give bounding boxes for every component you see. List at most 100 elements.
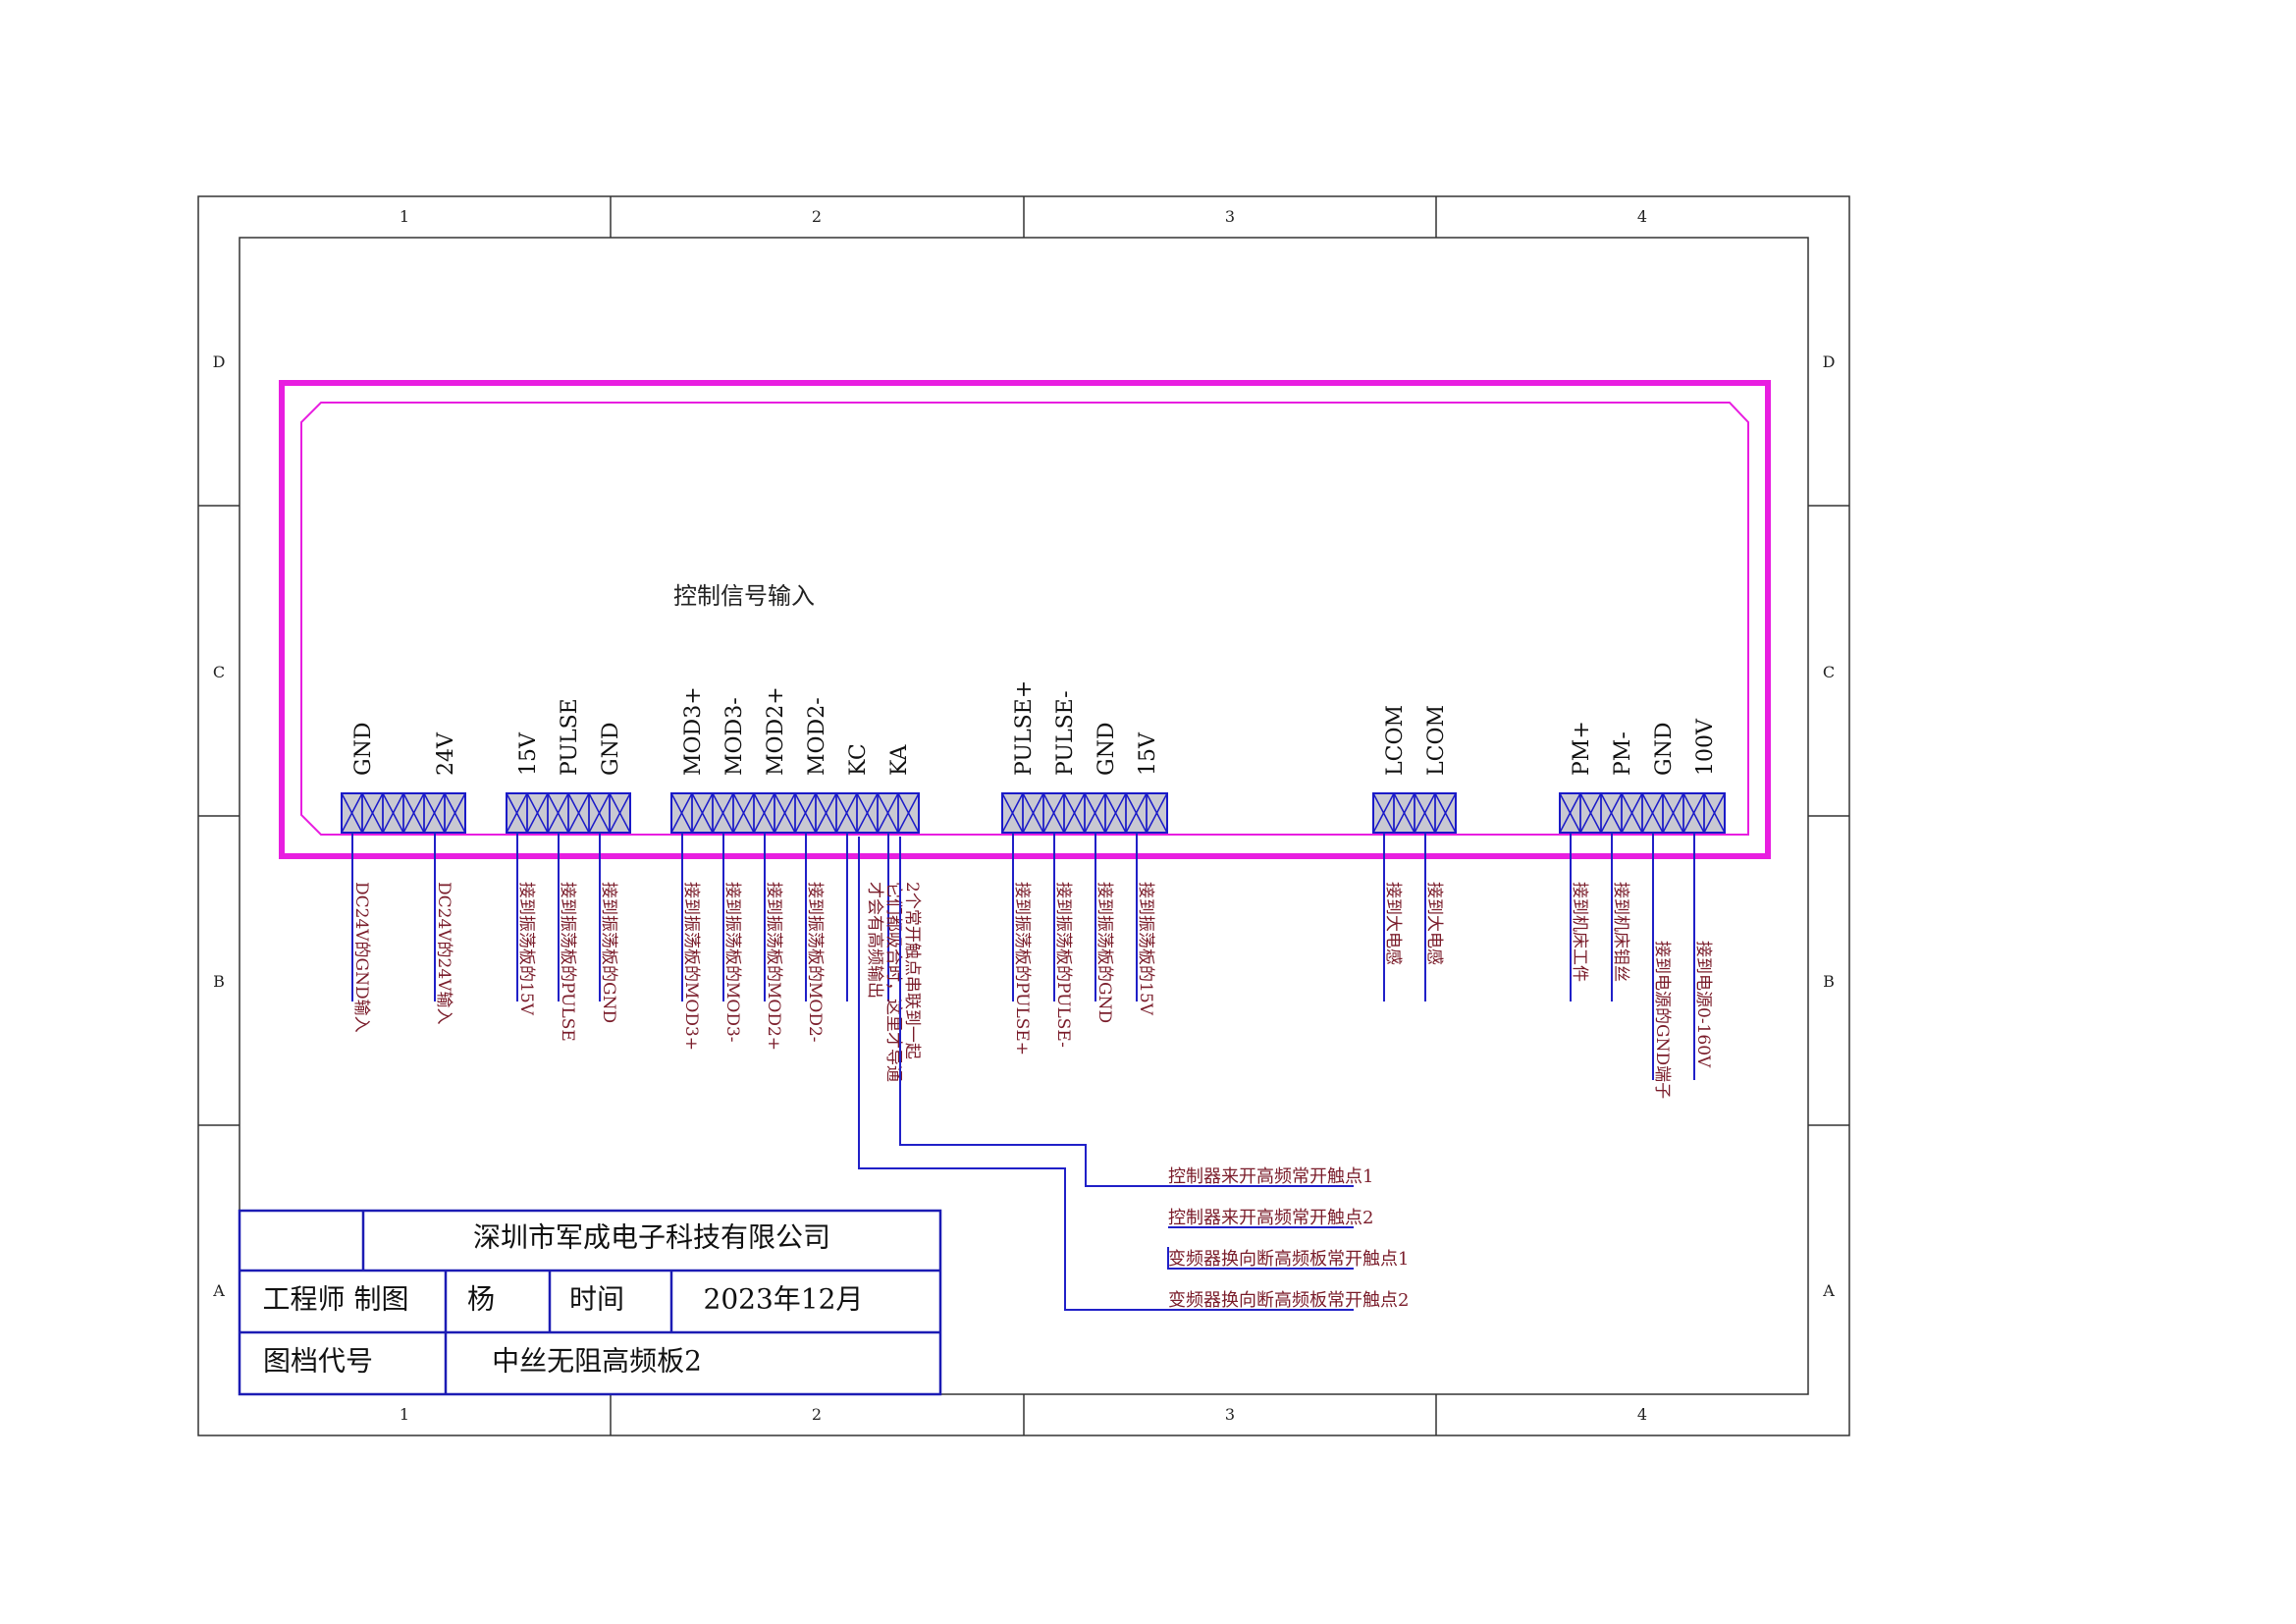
terminal-cross [856, 792, 879, 834]
pin-label: GND [351, 723, 376, 776]
col-label-bottom-3: 3 [1225, 1405, 1235, 1424]
row-label-left-C: C [213, 663, 225, 681]
terminal-cross [753, 792, 775, 834]
terminal-cross [1600, 792, 1623, 834]
terminal-cross [341, 792, 363, 834]
pin-label: GND [599, 723, 623, 776]
terminal-cross [361, 792, 384, 834]
wire-note: 接到振荡板的15V [1136, 882, 1155, 1016]
wire-note: 接到电源0-160V [1693, 941, 1713, 1068]
terminal-cross [815, 792, 837, 834]
col-label-top-4: 4 [1637, 207, 1647, 226]
terminal-cross [1084, 792, 1106, 834]
wire-note: 接到大电感 [1424, 882, 1444, 965]
wire-note: 接到振荡板的MOD3- [722, 882, 742, 1043]
pin-label: 15V [516, 731, 541, 776]
terminal-cross [526, 792, 549, 834]
wire-note: DC24V的24V输入 [434, 882, 454, 1024]
col-label-top-2: 2 [812, 207, 822, 226]
row-label-right-C: C [1823, 663, 1835, 681]
terminal-cell [609, 792, 631, 834]
row-label-left-A: A [212, 1281, 225, 1300]
row-label-right-A: A [1822, 1281, 1835, 1300]
wire-note: 接到机床钼丝 [1611, 882, 1630, 982]
terminal-cross [1641, 792, 1664, 834]
pin-label: PULSE- [1053, 690, 1078, 776]
terminal-cross [1662, 792, 1684, 834]
ka-wire [899, 837, 1354, 1187]
pin-label: GND [1652, 723, 1677, 776]
wires [351, 833, 1695, 1080]
terminal-cross [732, 792, 755, 834]
wire-note: 接到振荡板的MOD3+ [681, 882, 701, 1051]
relay-label-2: 控制器来开高频常开触点2 [1168, 1208, 1373, 1228]
pin-label: 100V [1693, 718, 1718, 776]
terminal-cross [877, 792, 899, 834]
terminal-cross [402, 792, 425, 834]
terminal-cross [1434, 792, 1457, 834]
terminal-cross [609, 792, 631, 834]
wire-note: 接到振荡板的PULSE+ [1012, 882, 1032, 1056]
relay-label-1: 控制器来开高频常开触点1 [1168, 1166, 1373, 1187]
terminal-cross [897, 792, 920, 834]
terminal-group [1372, 792, 1457, 834]
title-block-border [238, 1209, 942, 1396]
terminal-cross [1104, 792, 1127, 834]
terminal-cross [1372, 792, 1395, 834]
wire-note: 接到振荡板的GND [1095, 882, 1114, 1023]
terminal-cross [547, 792, 569, 834]
relay-label-3: 变频器换向断高频板常开触点1 [1168, 1249, 1409, 1270]
terminal-cross [1414, 792, 1436, 834]
wire-note: 接到振荡板的MOD2+ [764, 882, 783, 1051]
title-block: 深圳市军成电子科技有限公司 工程师 制图 杨 时间 2023年12月 图档代号 … [238, 1209, 942, 1396]
time-value: 2023年12月 [704, 1283, 864, 1316]
terminal-cross [1393, 792, 1415, 834]
wire-note: 接到振荡板的GND [599, 882, 618, 1023]
relay-wiring [858, 837, 1354, 1311]
pin-label: PM+ [1570, 721, 1594, 776]
terminal-cell [1703, 792, 1726, 834]
terminal-cross [506, 792, 528, 834]
pin-label: 24V [434, 731, 458, 776]
ka-kc-note-line3: 才会有高频输出 [865, 882, 884, 999]
terminal-cross [1559, 792, 1581, 834]
engineer-name: 杨 [467, 1283, 495, 1316]
board-outer-rect [279, 380, 1771, 859]
terminal-cross [1621, 792, 1643, 834]
wire-note: 接到振荡板的15V [516, 882, 536, 1016]
terminal-cross [588, 792, 611, 834]
row-label-left-D: D [213, 352, 226, 371]
relay-labels: 控制器来开高频常开触点1 控制器来开高频常开触点2 变频器换向断高频板常开触点1… [1168, 1166, 1409, 1311]
terminal-cross [1703, 792, 1726, 834]
kc-wire [858, 837, 1354, 1311]
row-label-right-D: D [1823, 352, 1836, 371]
terminal-cross [835, 792, 858, 834]
wire-note: 接到振荡板的MOD2- [805, 882, 825, 1043]
board-title: 控制信号输入 [673, 582, 815, 610]
terminal-cell [897, 792, 920, 834]
terminal-cell [1146, 792, 1168, 834]
col-label-top-3: 3 [1225, 207, 1235, 226]
terminal-group [1559, 792, 1726, 834]
wire-note: 接到振荡板的PULSE [558, 882, 577, 1042]
relay-label-4: 变频器换向断高频板常开触点2 [1168, 1290, 1409, 1311]
terminal-cross [1022, 792, 1044, 834]
pin-label: LCOM [1383, 705, 1408, 776]
terminal-group [506, 792, 631, 834]
ka-kc-note-line2: 它们都吸合时，这里才导通 [883, 882, 903, 1082]
drawing-code-label: 图档代号 [263, 1345, 373, 1378]
wire-note: 接到大电感 [1383, 882, 1403, 965]
wire-note: DC24V的GND输入 [351, 882, 371, 1033]
relay3-wire [1167, 1247, 1354, 1270]
terminal-cross [1063, 792, 1086, 834]
terminal-cross [794, 792, 817, 834]
terminal-cross [382, 792, 404, 834]
company-name: 深圳市军成电子科技有限公司 [473, 1221, 830, 1254]
time-label: 时间 [569, 1283, 624, 1316]
pin-label: PULSE [558, 698, 582, 776]
terminal-cell [444, 792, 466, 834]
col-label-bottom-1: 1 [400, 1405, 409, 1424]
drawing-frame: 1 2 3 4 1 2 3 4 D C B A D C B A [197, 195, 1850, 1436]
